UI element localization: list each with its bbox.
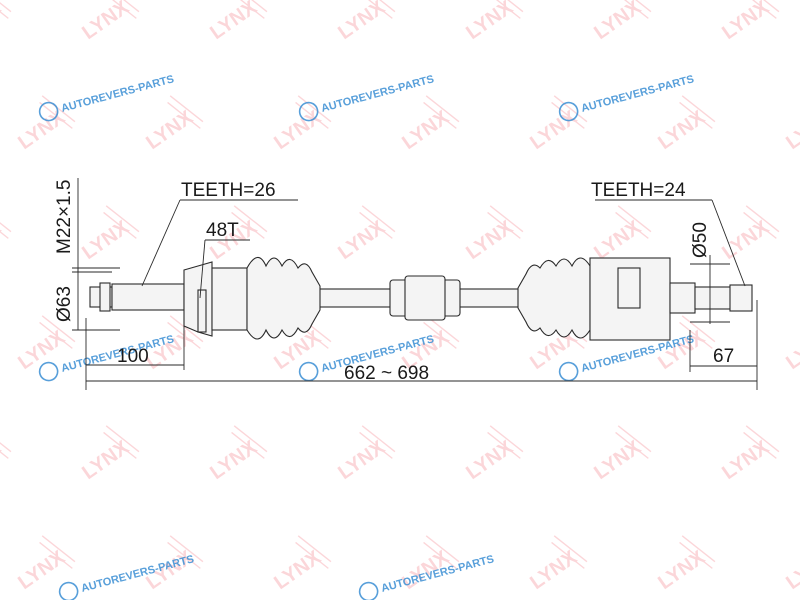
tripod-spider (617, 267, 641, 309)
svg-text:LYNX: LYNX (78, 0, 133, 44)
dimension-lines (72, 178, 758, 390)
teeth-left-label: TEETH=26 (181, 180, 276, 201)
lynx-watermark: LYNX (14, 95, 76, 154)
svg-text:LYNX: LYNX (78, 436, 133, 484)
svg-text:LYNX: LYNX (718, 436, 773, 484)
autorevers-watermark: AUTOREVERS-PARTS (298, 73, 435, 122)
abs-ring (197, 289, 207, 333)
svg-text:LYNX: LYNX (782, 106, 800, 154)
svg-text:LYNX: LYNX (462, 436, 517, 484)
diameter-right-label: Ø50 (690, 222, 711, 258)
lynx-watermark: LYNX (654, 95, 716, 154)
svg-text:LYNX: LYNX (782, 546, 800, 594)
svg-text:LYNX: LYNX (526, 106, 581, 154)
total-length-label: 662 ~ 698 (344, 363, 429, 384)
svg-text:LYNX: LYNX (526, 546, 581, 594)
svg-text:AUTOREVERS-PARTS: AUTOREVERS-PARTS (580, 73, 695, 115)
lynx-watermark: LYNX (782, 106, 800, 154)
outer-cv-body (211, 267, 248, 331)
thread-label: M22×1.5 (54, 180, 75, 254)
abs-ring-label: 48T (206, 220, 239, 241)
lynx-watermark: LYNX (206, 0, 268, 44)
spline-shaft-left (111, 283, 185, 311)
lynx-watermark: LYNX (334, 205, 396, 264)
svg-text:AUTOREVERS-PARTS: AUTOREVERS-PARTS (320, 73, 435, 115)
lynx-watermark: LYNX (270, 95, 332, 154)
svg-text:LYNX: LYNX (334, 0, 389, 44)
svg-text:AUTOREVERS-PARTS: AUTOREVERS-PARTS (60, 73, 175, 115)
svg-text:LYNX: LYNX (270, 546, 325, 594)
outer-diameter-left-label: Ø63 (54, 286, 75, 322)
thread-nut (99, 282, 111, 312)
lynx-watermark: LYNX (0, 425, 12, 484)
svg-text:LYNX: LYNX (590, 436, 645, 484)
inner-neck (669, 282, 696, 314)
lynx-watermark: LYNX (718, 425, 780, 484)
lynx-watermark: LYNX (782, 546, 800, 594)
svg-text:LYNX: LYNX (398, 106, 453, 154)
lynx-watermark: LYNX (0, 205, 12, 264)
ar-logo-icon (38, 101, 59, 122)
svg-text:LYNX: LYNX (654, 546, 709, 594)
lynx-watermark: LYNX (334, 0, 396, 44)
lynx-watermark: LYNX (718, 0, 780, 44)
svg-text:LYNX: LYNX (78, 216, 133, 264)
lynx-watermark: LYNX (462, 425, 524, 484)
lynx-watermark: LYNX (462, 205, 524, 264)
ar-logo-icon (298, 101, 319, 122)
svg-text:LYNX: LYNX (206, 436, 261, 484)
lynx-watermark: LYNX (206, 425, 268, 484)
ar-logo-icon (298, 361, 319, 382)
svg-text:LYNX: LYNX (142, 106, 197, 154)
svg-text:LYNX: LYNX (462, 216, 517, 264)
ar-logo-icon (358, 581, 379, 600)
lynx-watermark: LYNX (718, 205, 780, 264)
damper-core (404, 275, 446, 321)
svg-text:LYNX: LYNX (334, 436, 389, 484)
lynx-watermark: LYNX (0, 0, 12, 44)
outer-boot (246, 256, 321, 340)
lynx-watermark: LYNX (78, 0, 140, 44)
svg-text:LYNX: LYNX (654, 106, 709, 154)
svg-text:LYNX: LYNX (462, 0, 517, 44)
lynx-watermark: LYNX (334, 425, 396, 484)
teeth-right-label: TEETH=24 (591, 180, 686, 201)
lynx-watermark: LYNX (78, 205, 140, 264)
svg-text:LYNX: LYNX (14, 106, 69, 154)
lynx-watermark: LYNX (142, 95, 204, 154)
lynx-watermark: LYNX (462, 0, 524, 44)
ar-logo-icon (38, 361, 59, 382)
inner-boot (517, 257, 591, 339)
svg-text:LYNX: LYNX (590, 216, 645, 264)
lynx-watermark: LYNX (590, 0, 652, 44)
svg-text:LYNX: LYNX (334, 216, 389, 264)
length-left-label: 100 (117, 346, 149, 367)
lynx-watermark: LYNX (14, 535, 76, 594)
drive-shaft (89, 256, 753, 341)
lynx-watermark: LYNX (782, 326, 800, 374)
ar-logo-icon (558, 101, 579, 122)
ar-logo-icon (58, 581, 79, 600)
svg-text:LYNX: LYNX (782, 326, 800, 374)
svg-text:LYNX: LYNX (590, 0, 645, 44)
lynx-watermark: LYNX (270, 535, 332, 594)
inner-stub-end (729, 284, 753, 312)
lynx-watermark: LYNX (78, 425, 140, 484)
lynx-watermark: LYNX (590, 425, 652, 484)
svg-text:LYNX: LYNX (206, 0, 261, 44)
svg-text:LYNX: LYNX (718, 0, 773, 44)
lynx-watermark: LYNX (398, 95, 460, 154)
lynx-watermark: LYNX (526, 95, 588, 154)
ar-logo-icon (558, 361, 579, 382)
svg-text:LYNX: LYNX (718, 216, 773, 264)
lynx-watermark: LYNX (654, 535, 716, 594)
lynx-watermark: LYNX (526, 535, 588, 594)
length-right-label: 67 (713, 346, 734, 367)
